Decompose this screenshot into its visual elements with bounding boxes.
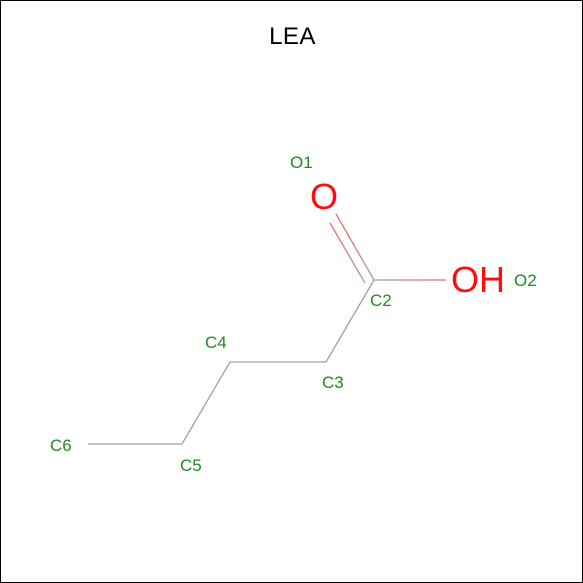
bond-c3-c2 — [325, 279, 375, 363]
atom-label-c6: C6 — [50, 436, 72, 455]
atom-label-o2: O2 — [514, 271, 537, 290]
molecule-title: LEA — [269, 23, 316, 50]
atom-label-c4: C4 — [205, 333, 227, 352]
atom-label-c2: C2 — [370, 291, 392, 310]
bond-c2-o1-a — [335, 213, 375, 281]
hydroxyl-symbol-o2: OH — [451, 259, 505, 300]
atom-label-c5: C5 — [180, 456, 202, 475]
oxygen-symbol-o1: O — [310, 176, 338, 217]
atom-label-c3: C3 — [322, 373, 344, 392]
atom-index-labels: O1 O2 C2 C3 C4 C5 C6 — [50, 153, 537, 475]
element-symbols: O OH — [310, 176, 505, 300]
bond-c5-c4 — [181, 361, 231, 445]
atom-label-o1: O1 — [290, 153, 313, 172]
bond-c2-o1-b — [329, 222, 366, 284]
bonds — [88, 213, 446, 445]
